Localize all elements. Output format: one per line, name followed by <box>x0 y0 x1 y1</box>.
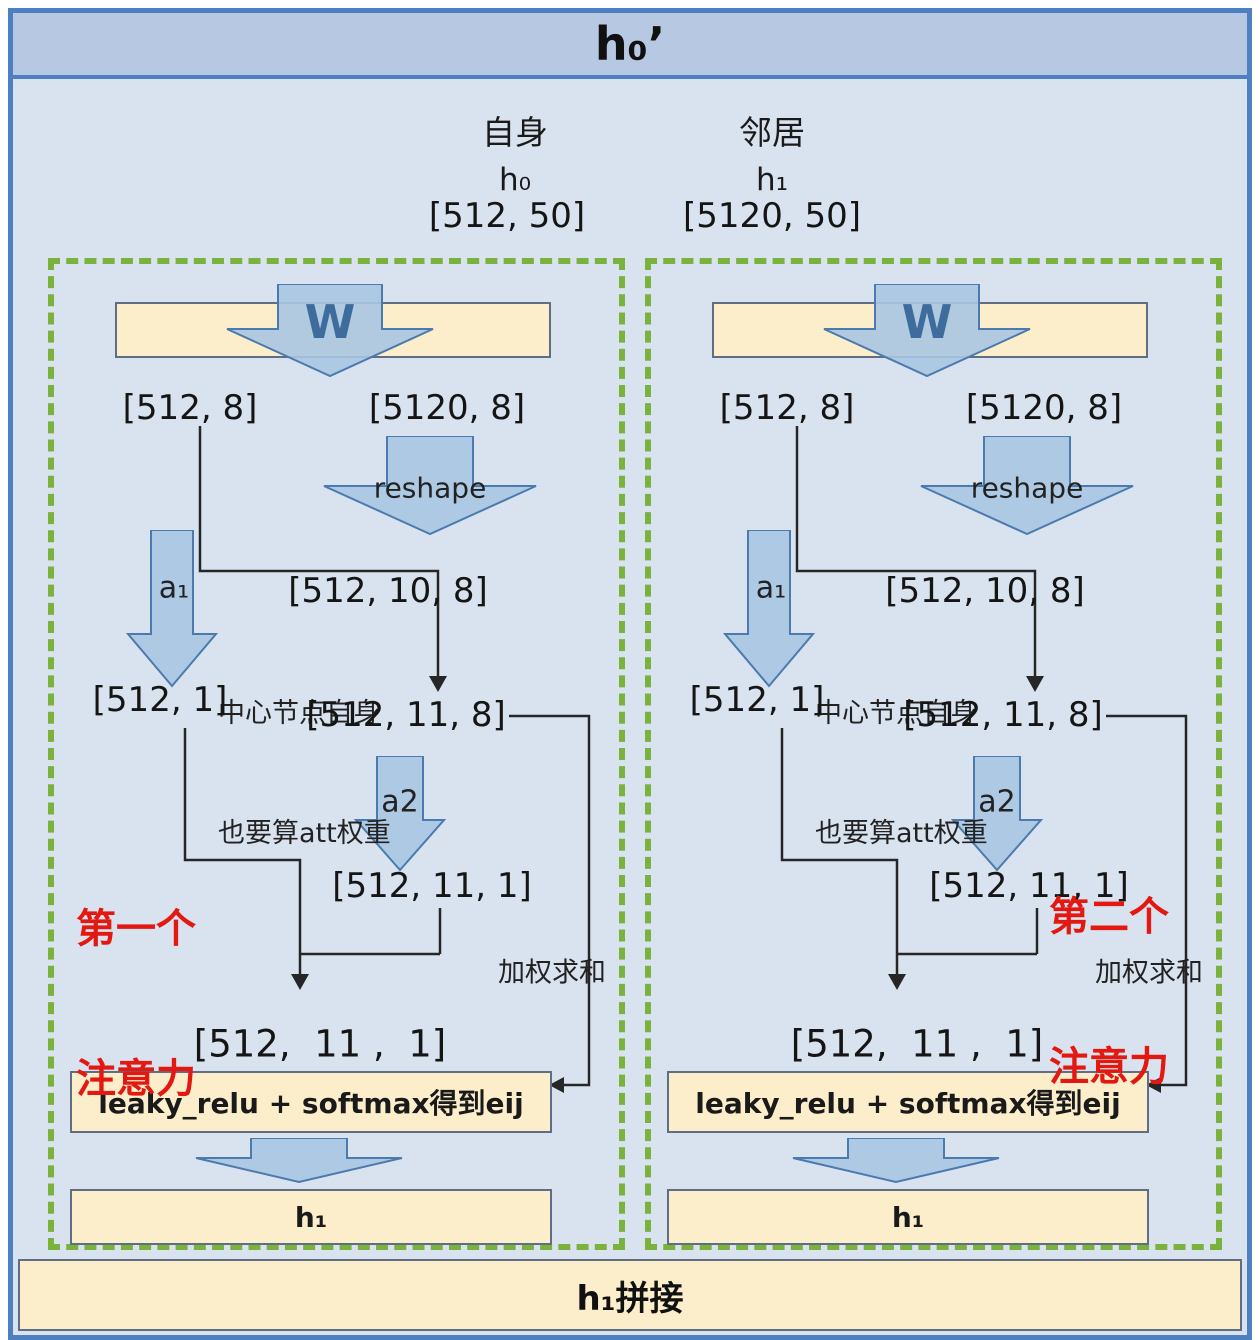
attention-annotation-line2: 注意力 <box>76 1056 196 1102</box>
shape-merged: [512, 11 , 1] <box>193 1022 447 1066</box>
shape-neighbor-after-w: [5120, 8] <box>965 388 1123 428</box>
weighted-sum-label: 加权求和 <box>498 957 606 989</box>
shape-self-after-w: [512, 8] <box>719 388 855 428</box>
connector-lines <box>183 426 591 1093</box>
output-label: h₁ <box>294 1200 328 1234</box>
activation-box: leaky_relu + softmax得到eij <box>667 1071 1149 1133</box>
w-arrow-icon <box>823 284 1031 378</box>
activation-label: leaky_relu + softmax得到eij <box>98 1087 524 1120</box>
center-node-note: 中心节点自身 也要算att权重 <box>815 614 988 934</box>
a1-arrow-icon <box>723 530 815 688</box>
shape-reshaped: [512, 10, 8] <box>288 571 488 611</box>
self-column-var: h₀ <box>498 162 532 198</box>
reshape-arrow-label: reshape <box>970 471 1084 505</box>
concat-footer-label: h₁拼接 <box>576 1278 684 1319</box>
down-arrow-icon <box>792 1138 1000 1184</box>
self-column-shape: [512, 50] <box>428 196 586 236</box>
reshape-arrow-icon <box>920 436 1134 536</box>
neighbor-column-var: h₁ <box>755 162 789 198</box>
self-column-label: 自身 <box>482 113 548 152</box>
title-bar: h₀’ <box>13 13 1247 79</box>
output-box: h₁ <box>70 1189 552 1245</box>
concat-footer-bar: h₁拼接 <box>18 1259 1242 1331</box>
a2-arrow-label: a2 <box>381 784 419 820</box>
w-arrow-icon <box>226 284 434 378</box>
down-arrow-icon <box>195 1138 403 1184</box>
reshape-arrow-label: reshape <box>373 471 487 505</box>
center-node-note-line2: 也要算att权重 <box>218 818 391 849</box>
activation-box: leaky_relu + softmax得到eij <box>70 1071 552 1133</box>
attention-annotation-line2: 注意力 <box>1049 1044 1169 1090</box>
neighbor-column-label: 邻居 <box>739 113 805 152</box>
shape-a2-output: [512, 11, 1] <box>332 866 532 906</box>
activation-label: leaky_relu + softmax得到eij <box>695 1087 1121 1120</box>
w-arrow-label: W <box>304 295 356 349</box>
attention-branch-panel-1: W [512, 8] [5120, 8] reshape a₁ [512, 10… <box>48 258 625 1250</box>
a1-arrow-label: a₁ <box>158 570 190 606</box>
neighbor-column-shape: [5120, 50] <box>683 196 861 236</box>
w-arrow-label: W <box>901 295 953 349</box>
shape-concat: [512, 11, 8] <box>306 695 506 735</box>
shape-reshaped: [512, 10, 8] <box>885 571 1085 611</box>
a2-arrow-icon <box>354 756 446 872</box>
output-box: h₁ <box>667 1189 1149 1245</box>
shape-self-after-w: [512, 8] <box>122 388 258 428</box>
shape-neighbor-after-w: [5120, 8] <box>368 388 526 428</box>
shape-concat: [512, 11, 8] <box>903 695 1103 735</box>
shape-merged: [512, 11 , 1] <box>790 1022 1044 1066</box>
attention-annotation-line1: 第一个 <box>76 906 196 952</box>
a2-arrow-label: a2 <box>978 784 1016 820</box>
attention-branch-panel-2: W [512, 8] [5120, 8] reshape a₁ [512, 10… <box>645 258 1222 1250</box>
center-node-note-line2: 也要算att权重 <box>815 818 988 849</box>
center-node-note-line1: 中心节点自身 <box>815 698 977 729</box>
weighted-sum-label: 加权求和 <box>1095 957 1203 989</box>
attention-annotation-line1: 第二个 <box>1049 894 1169 940</box>
a2-arrow-icon <box>951 756 1043 872</box>
center-node-note-line1: 中心节点自身 <box>218 698 380 729</box>
output-label: h₁ <box>891 1200 925 1234</box>
attention-annotation: 第一个 注意力 <box>76 804 196 1204</box>
connector-lines <box>780 426 1188 1093</box>
shape-a2-output: [512, 11, 1] <box>929 866 1129 906</box>
a1-arrow-icon <box>126 530 218 688</box>
shape-a1-output: [512, 1] <box>92 680 228 720</box>
shape-a1-output: [512, 1] <box>689 680 825 720</box>
center-node-note: 中心节点自身 也要算att权重 <box>218 614 391 934</box>
page-title: h₀’ <box>594 17 666 71</box>
reshape-arrow-icon <box>323 436 537 536</box>
a1-arrow-label: a₁ <box>755 570 787 606</box>
attention-annotation: 第二个 注意力 <box>1049 792 1169 1192</box>
diagram-frame: h₀’ 自身 h₀ [512, 50] 邻居 h₁ [5120, 50] W [… <box>8 8 1252 1340</box>
